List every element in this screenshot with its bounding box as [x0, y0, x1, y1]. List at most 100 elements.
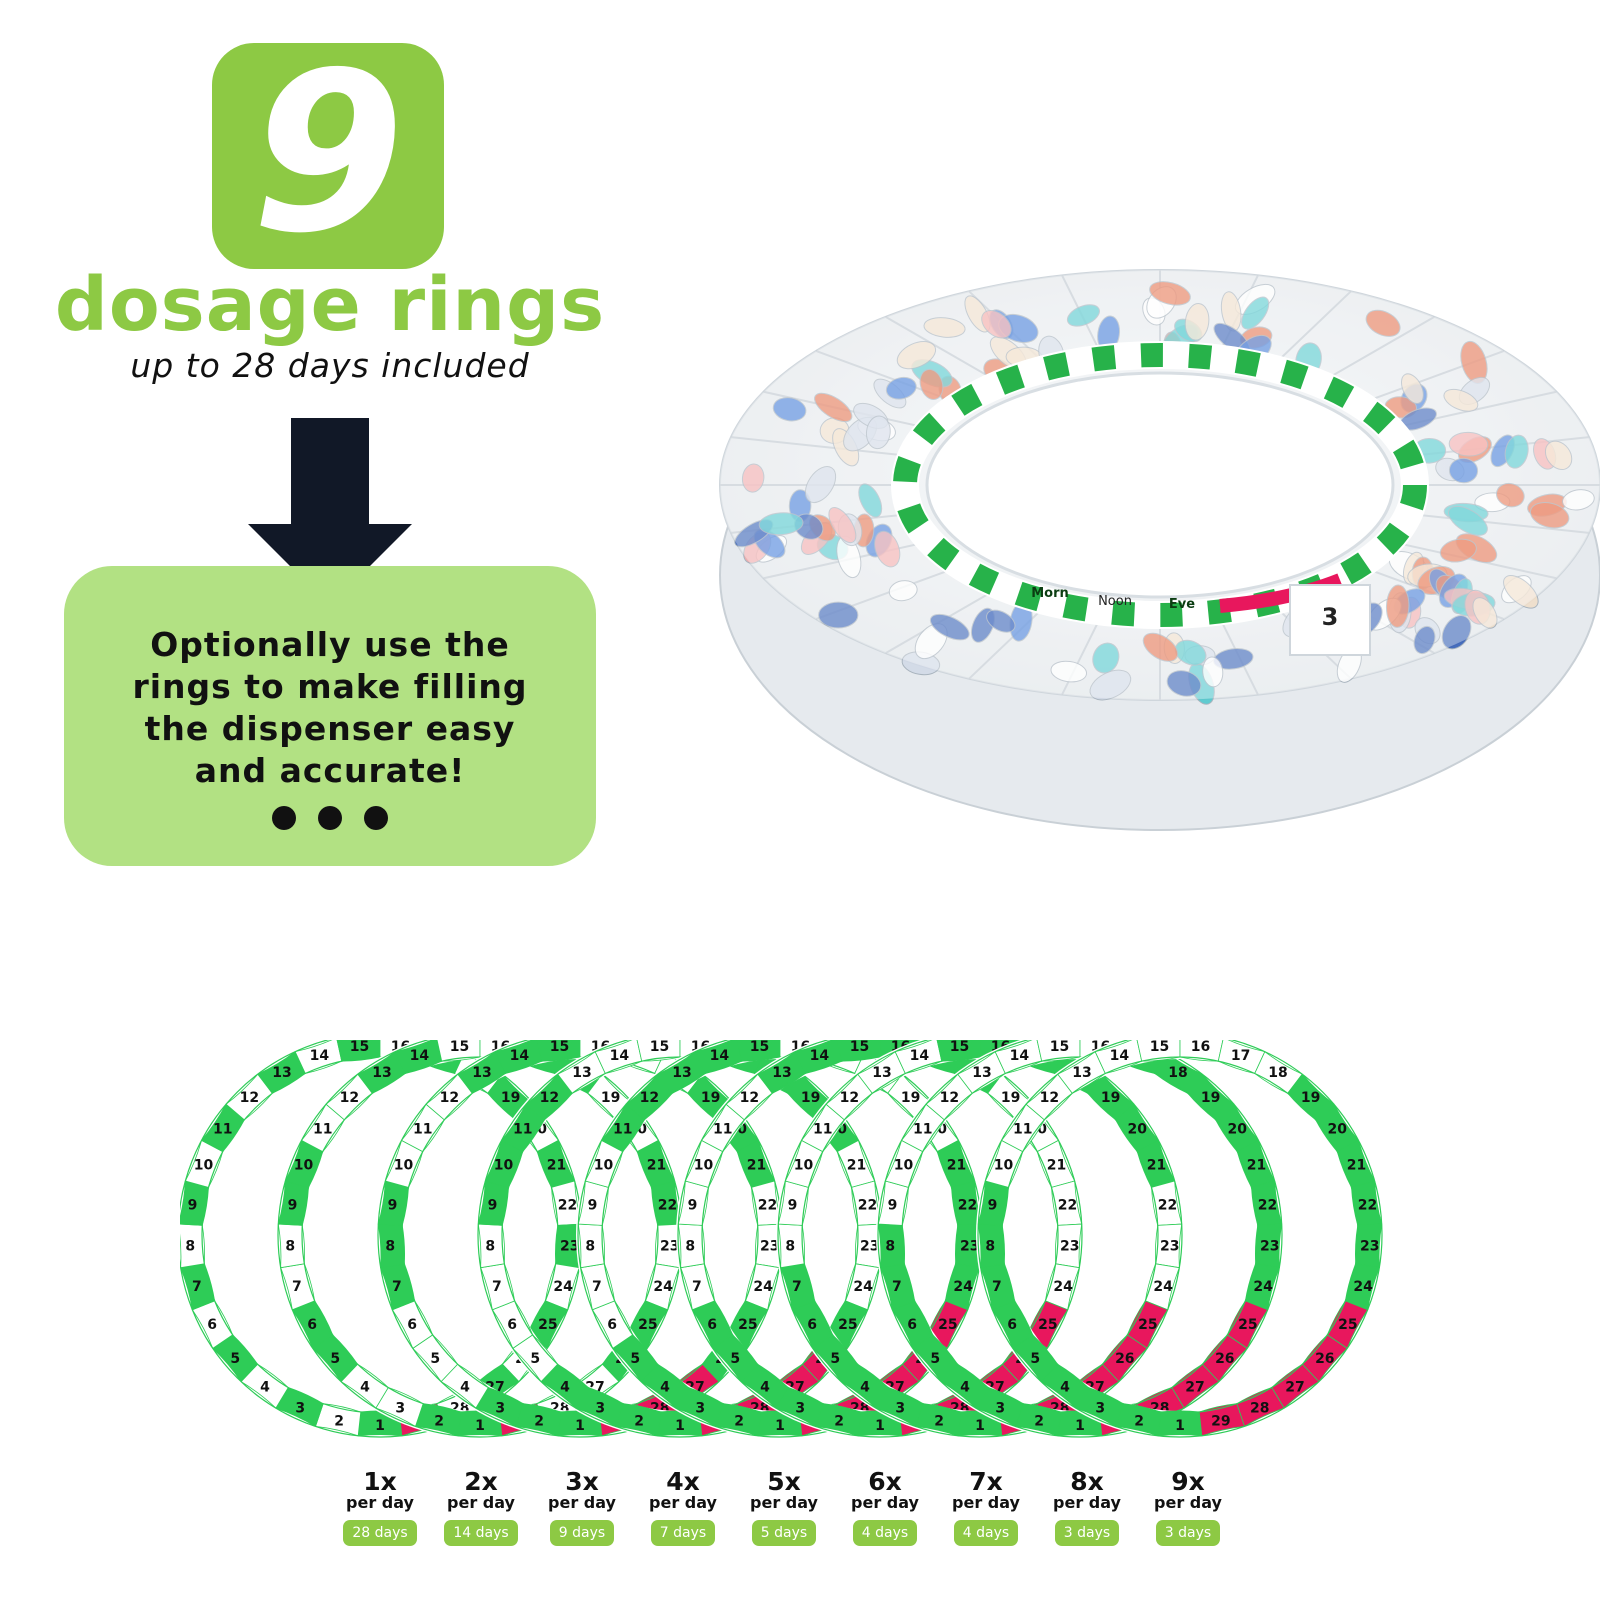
ring-number: 12 — [240, 1090, 259, 1106]
ring-number: 12 — [440, 1090, 459, 1106]
ring-number: 1 — [1175, 1418, 1185, 1434]
ring-number: 5 — [630, 1351, 640, 1367]
info-callout: Optionally use the rings to make filling… — [64, 566, 596, 866]
ring-number: 13 — [472, 1065, 491, 1081]
ring-number: 6 — [1007, 1317, 1017, 1333]
ring-days-badge: 7 days — [650, 1520, 716, 1546]
ring-number: 5 — [1030, 1351, 1040, 1367]
ring-number: 14 — [410, 1048, 430, 1064]
ring-number: 4 — [660, 1379, 670, 1395]
ring-multiplier: 5x — [767, 1467, 801, 1496]
ring-number: 18 — [1268, 1065, 1287, 1081]
ring-number: 2 — [834, 1414, 844, 1430]
ring-number: 19 — [1101, 1090, 1120, 1106]
ring-number: 23 — [560, 1238, 579, 1254]
ring-number: 26 — [1315, 1351, 1334, 1367]
ring-number: 5 — [830, 1351, 840, 1367]
ring-number: 10 — [294, 1158, 314, 1174]
ring-number: 22 — [1258, 1197, 1277, 1213]
ring-per-day: per day — [750, 1493, 818, 1512]
ring-number: 3 — [395, 1400, 405, 1416]
ring-number: 6 — [907, 1317, 917, 1333]
ring-number: 6 — [307, 1317, 317, 1333]
ring-number: 10 — [894, 1158, 914, 1174]
ring-number: 14 — [310, 1048, 330, 1064]
ring-number: 13 — [272, 1065, 291, 1081]
ring-number: 11 — [1013, 1121, 1032, 1137]
ring-number: 2 — [334, 1414, 344, 1430]
ring-number: 8 — [785, 1238, 795, 1254]
ring-number: 6 — [207, 1317, 217, 1333]
ring-days-badge: 28 days — [343, 1520, 417, 1546]
number-badge: 9 — [212, 43, 444, 269]
ring-number: 8 — [985, 1238, 995, 1254]
ring-number: 13 — [372, 1065, 391, 1081]
ring-number: 12 — [1040, 1090, 1059, 1106]
morn-label: Morn — [1031, 586, 1069, 601]
ring-number: 15 — [450, 1040, 469, 1055]
ring-number: 4 — [560, 1379, 570, 1395]
ring-number: 19 — [701, 1090, 720, 1106]
ring-number: 20 — [1328, 1121, 1348, 1137]
ring-number: 15 — [550, 1040, 569, 1055]
dosage-rings-illustration: 1234567891011121314151617181920212223242… — [180, 1040, 1384, 1439]
ring-number: 3 — [295, 1400, 305, 1416]
ring-number: 9 — [788, 1197, 798, 1213]
ring-multiplier: 1x — [363, 1467, 397, 1496]
ring-number: 3 — [895, 1400, 905, 1416]
ring-multiplier: 3x — [565, 1467, 599, 1496]
ring-number: 11 — [313, 1121, 332, 1137]
ring-number: 9 — [488, 1197, 498, 1213]
ring-per-day: per day — [346, 1493, 414, 1512]
ring-number: 13 — [572, 1065, 591, 1081]
ring-number: 4 — [760, 1379, 770, 1395]
ring-number: 10 — [394, 1158, 414, 1174]
ring-number: 4 — [960, 1379, 970, 1395]
subline: up to 28 days included — [130, 346, 530, 385]
ring-number: 13 — [1072, 1065, 1091, 1081]
ring-number: 7 — [392, 1279, 402, 1295]
ring-number: 24 — [653, 1279, 673, 1295]
ring-number: 24 — [553, 1279, 573, 1295]
ring-number: 24 — [1053, 1279, 1073, 1295]
ring-number: 22 — [558, 1197, 577, 1213]
ring-number: 11 — [613, 1121, 632, 1137]
ring-multiplier: 9x — [1171, 1467, 1205, 1496]
ring-number: 21 — [1247, 1158, 1266, 1174]
ring-number: 3 — [1095, 1400, 1105, 1416]
ring-number: 2 — [934, 1414, 944, 1430]
ring-number: 27 — [1285, 1379, 1304, 1395]
ring-per-day: per day — [1053, 1493, 1121, 1512]
ring-number: 21 — [747, 1158, 766, 1174]
ring-number: 24 — [1253, 1279, 1273, 1295]
ring-number: 9 — [288, 1197, 298, 1213]
ring-number: 3 — [795, 1400, 805, 1416]
ring-number: 15 — [1050, 1040, 1069, 1055]
ring-number: 19 — [1201, 1090, 1220, 1106]
headline: dosage rings — [54, 262, 606, 348]
ring-number: 7 — [592, 1279, 602, 1295]
ring-days-badge: 3 days — [1155, 1520, 1221, 1546]
ring-days-badge: 9 days — [549, 1520, 615, 1546]
ring-number: 25 — [1238, 1317, 1257, 1333]
ring-number: 25 — [1138, 1317, 1157, 1333]
ring-number: 21 — [1347, 1158, 1366, 1174]
ring-number: 5 — [730, 1351, 740, 1367]
ring-days-badge: 4 days — [953, 1520, 1019, 1546]
ring-number: 25 — [838, 1317, 857, 1333]
ellipsis-icon — [64, 806, 596, 830]
ring-number: 11 — [513, 1121, 532, 1137]
callout-text: Optionally use the rings to make filling… — [132, 625, 528, 790]
ring-number: 9 — [888, 1197, 898, 1213]
ring-number: 11 — [813, 1121, 832, 1137]
ring-number: 6 — [707, 1317, 717, 1333]
ring-number: 19 — [801, 1090, 820, 1106]
ring-number: 23 — [860, 1238, 879, 1254]
ring-number: 19 — [501, 1090, 520, 1106]
ring-number: 10 — [494, 1158, 514, 1174]
